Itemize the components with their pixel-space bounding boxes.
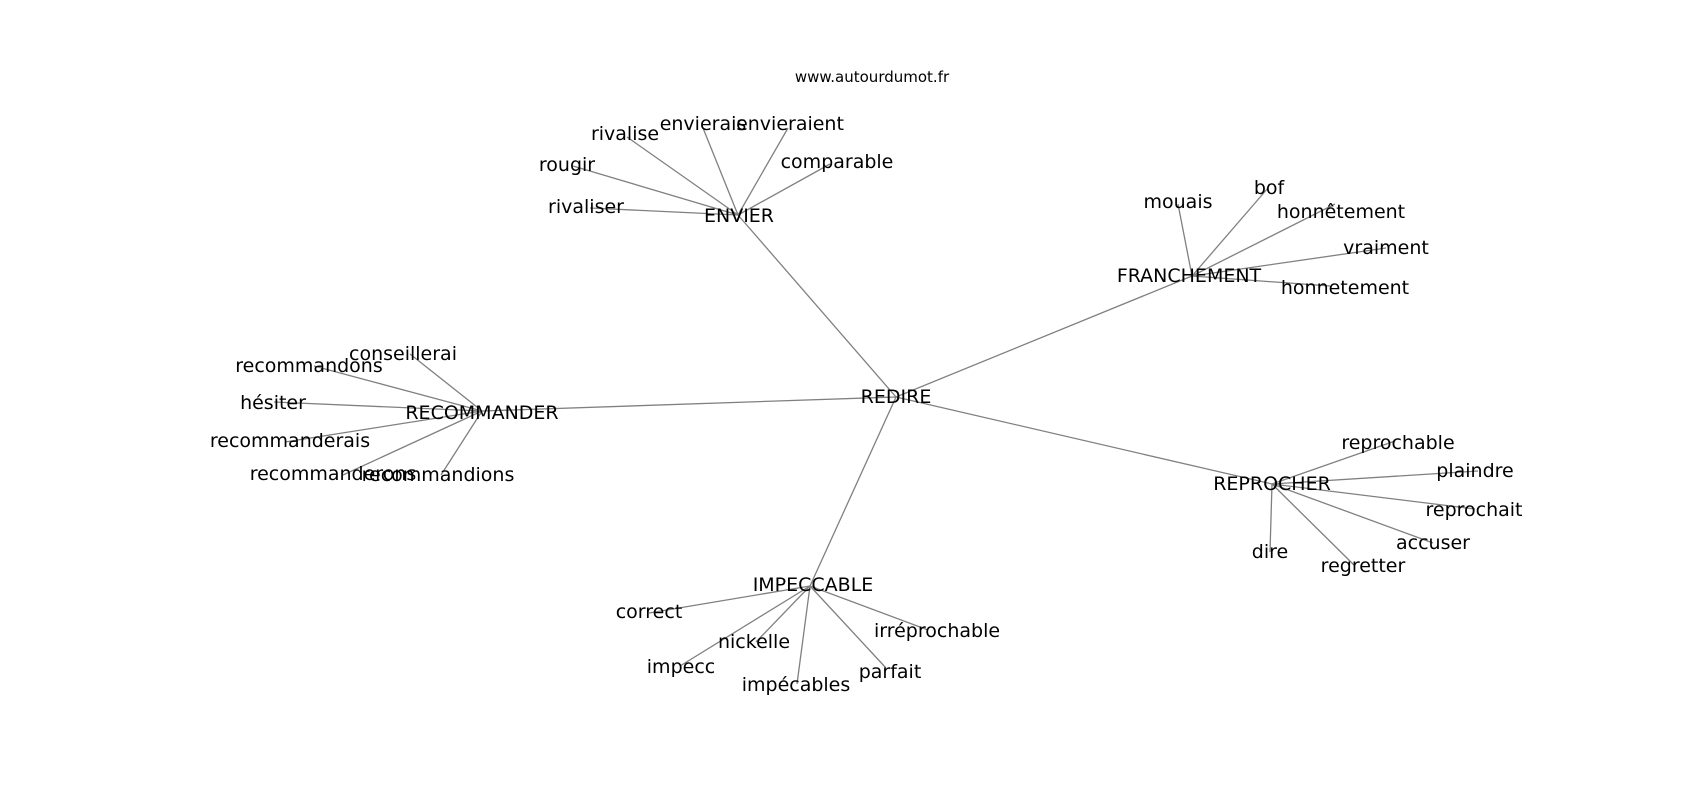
edge-impeccable-leaf — [679, 585, 811, 667]
leaf-node-recommander: hésiter — [240, 392, 306, 414]
graph-edges — [273, 127, 1479, 685]
edge-impeccable-leaf — [648, 585, 811, 614]
edge-envier-leaf — [737, 163, 831, 216]
watermark-text: www.autourdumot.fr — [795, 68, 950, 86]
edge-recommander-leaf — [440, 410, 483, 476]
edge-envier-leaf — [702, 127, 739, 216]
edge-reprocher-leaf — [1271, 440, 1396, 485]
leaf-node-franchement: bof — [1254, 177, 1286, 199]
leaf-node-reprocher: accuser — [1396, 532, 1470, 554]
leaf-node-impeccable: impecc — [647, 656, 715, 678]
hub-node-impeccable: IMPECCABLE — [753, 574, 874, 596]
edge-recommander-leaf — [313, 365, 483, 412]
edge-franchement-leaf — [1191, 187, 1269, 277]
edge-recommander-leaf — [342, 410, 483, 476]
leaf-node-reprocher: reprochable — [1341, 432, 1454, 454]
leaf-node-reprocher: reprochait — [1425, 499, 1522, 521]
edge-center-envier — [737, 214, 897, 398]
edge-franchement-leaf — [1191, 203, 1336, 277]
leaf-node-envier: envieraient — [736, 113, 844, 135]
edge-center-impeccable — [809, 396, 897, 587]
leaf-node-franchement: honnêtement — [1277, 201, 1405, 223]
edge-center-franchement — [895, 275, 1193, 398]
leaf-node-reprocher: plaindre — [1436, 460, 1513, 482]
edge-recommander-leaf — [284, 410, 483, 443]
leaf-node-impeccable: irréprochable — [874, 620, 1000, 642]
hub-node-envier: ENVIER — [704, 205, 774, 227]
leaf-node-impeccable: nickelle — [718, 631, 790, 653]
edge-franchement-leaf — [1191, 275, 1331, 287]
leaf-node-impeccable: impécables — [742, 674, 851, 696]
leaf-node-impeccable: parfait — [859, 661, 922, 683]
edge-franchement-leaf — [1191, 247, 1387, 277]
leaf-node-envier: rivaliser — [548, 196, 624, 218]
leaf-node-recommander: recommandions — [362, 464, 515, 486]
leaf-node-recommander: recommandons — [235, 355, 382, 377]
leaf-node-envier: rougir — [539, 154, 595, 176]
leaf-node-envier: envierais — [660, 113, 747, 135]
edge-impeccable-leaf — [755, 585, 811, 643]
edge-center-reprocher — [895, 396, 1273, 485]
leaf-node-envier: rivalise — [591, 123, 659, 145]
edge-center-recommander — [481, 396, 897, 412]
leaf-node-recommander: recommanderons — [250, 463, 417, 485]
leaf-node-franchement: honnetement — [1281, 277, 1409, 299]
edge-franchement-leaf — [1177, 203, 1193, 277]
edge-envier-leaf — [572, 165, 739, 216]
leaf-node-franchement: mouais — [1144, 191, 1213, 213]
edge-impeccable-leaf — [809, 585, 887, 669]
edge-impeccable-leaf — [809, 585, 929, 631]
edge-reprocher-leaf — [1271, 483, 1476, 510]
center-node-label: REDIRE — [861, 386, 932, 408]
edge-reprocher-leaf — [1269, 483, 1273, 553]
leaf-node-reprocher: dire — [1252, 541, 1288, 563]
leaf-node-recommander: recommanderais — [210, 430, 370, 452]
hub-node-recommander: RECOMMANDER — [405, 402, 558, 424]
edge-envier-leaf — [589, 207, 739, 216]
edge-reprocher-leaf — [1271, 483, 1356, 567]
edge-reprocher-leaf — [1271, 470, 1479, 485]
leaf-node-impeccable: correct — [616, 601, 683, 623]
edge-recommander-leaf — [409, 353, 483, 412]
edge-envier-leaf — [626, 136, 739, 216]
edge-recommander-leaf — [273, 401, 483, 412]
leaf-node-reprocher: regretter — [1321, 555, 1406, 577]
edge-envier-leaf — [737, 127, 789, 216]
leaf-node-envier: comparable — [781, 151, 894, 173]
hub-node-franchement: FRANCHEMENT — [1117, 265, 1262, 287]
hub-node-reprocher: REPROCHER — [1213, 473, 1331, 495]
leaf-node-franchement: vraiment — [1343, 237, 1429, 259]
edge-impeccable-leaf — [796, 585, 811, 685]
leaf-node-recommander: conseillerai — [349, 343, 457, 365]
edge-reprocher-leaf — [1271, 483, 1434, 544]
